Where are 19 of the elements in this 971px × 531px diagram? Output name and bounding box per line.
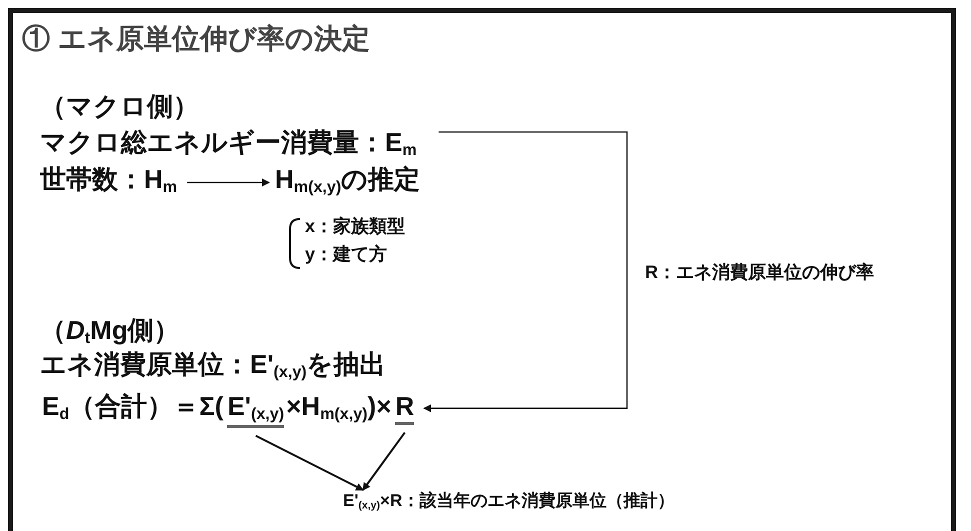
arrow <box>255 434 364 491</box>
formula-term: R <box>395 392 414 425</box>
formula-text: ×H$_{m(x,y)}$)× <box>286 392 392 424</box>
formula-text: H$_{m(x,y)}$の推定 <box>275 165 420 197</box>
arrow <box>423 131 628 412</box>
formula-text: マクロ総エネルギー消費量：E$_{m}$ <box>40 128 417 160</box>
note-text: x：家族類型 <box>305 217 406 237</box>
section-heading: （マクロ側） <box>40 92 199 121</box>
formula-term: E'$_{(x,y)}$ <box>227 392 284 428</box>
arrow <box>187 178 270 186</box>
result-text: E'$_{(x,y)}$×R：該当年のエネ消費原単位（推計） <box>343 492 674 512</box>
formula-text: E$_{d}$（合計）＝Σ( <box>42 392 224 424</box>
formula-text: 世帯数：H$_{m}$ <box>40 165 178 197</box>
edge-label: R：エネ消費原単位の伸び率 <box>645 263 874 283</box>
note-text: y：建て方 <box>305 245 388 265</box>
formula-text: エネ消費原単位：E'$_{(x,y)}$を抽出 <box>40 350 386 382</box>
section-heading: （D$_{t}$Mg側） <box>40 316 180 348</box>
title: ① エネ原単位伸び率の決定 <box>22 24 370 55</box>
arrow <box>362 432 406 491</box>
